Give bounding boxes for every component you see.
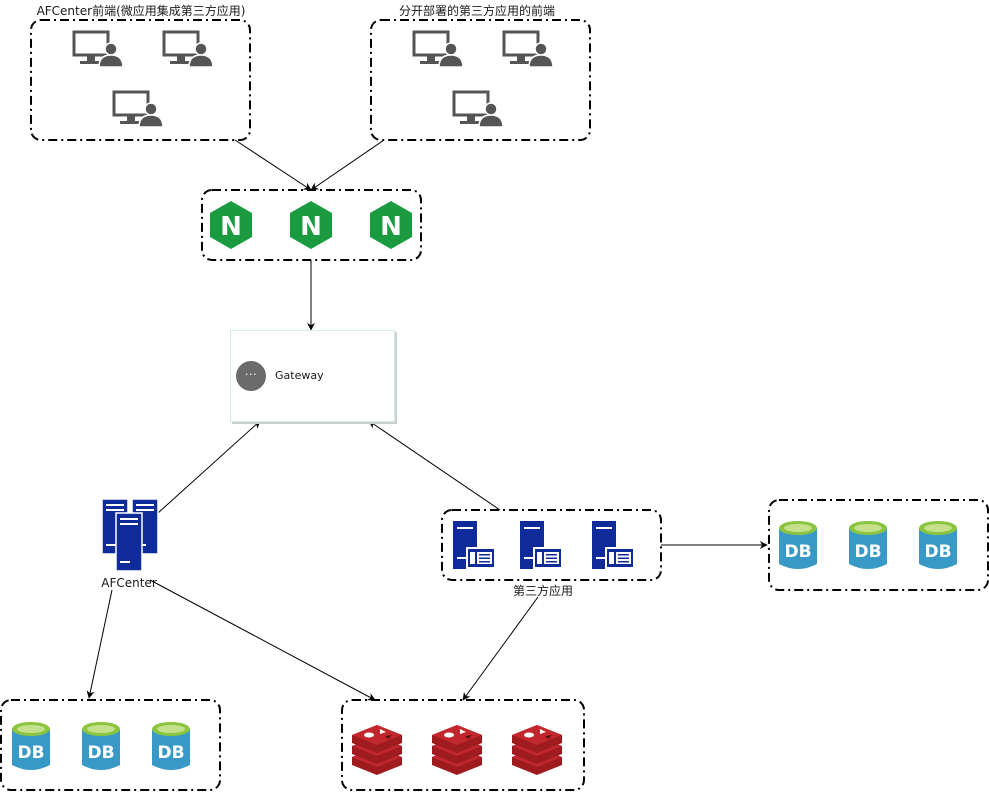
third-party-app-label: 第三方应用 (512, 584, 574, 598)
redis-icon[interactable] (432, 725, 482, 775)
database-icon[interactable]: DB (152, 722, 190, 770)
nginx-icon[interactable]: N (210, 201, 252, 249)
afcenter-label: AFCenter (101, 576, 157, 590)
server-icon[interactable] (592, 521, 635, 569)
nginx-icon[interactable]: N (370, 201, 412, 249)
nginx-letter: N (300, 212, 322, 242)
gateway-node[interactable]: Gateway (230, 330, 395, 422)
gateway-icon (236, 361, 266, 391)
user-workstation-icon[interactable] (502, 30, 554, 68)
third-party-frontend-label: 分开部署的第三方应用的前端 (398, 4, 556, 18)
edge-afcenter-to-gateway (157, 420, 261, 514)
database-text: DB (854, 542, 881, 562)
gateway-label: Gateway (275, 369, 324, 382)
user-workstation-icon[interactable] (112, 90, 164, 128)
group-redis (341, 699, 585, 791)
group-afcenter-frontend (30, 19, 251, 141)
database-text: DB (924, 542, 951, 562)
edge-third-party-frontend-to-nginx (310, 139, 385, 191)
edge-afcenter-to-redis (149, 579, 376, 701)
user-workstation-icon[interactable] (452, 90, 504, 128)
database-icon[interactable]: DB (849, 521, 887, 569)
database-text: DB (17, 743, 44, 763)
user-workstation-icon[interactable] (412, 30, 464, 68)
edge-third-party-app-to-gateway (368, 420, 501, 511)
server-icon[interactable] (520, 521, 563, 569)
database-icon[interactable]: DB (919, 521, 957, 569)
edge-afcenter-to-db (86, 589, 113, 699)
database-icon[interactable]: DB (779, 521, 817, 569)
group-afcenter-db (0, 699, 221, 791)
database-icon[interactable]: DB (82, 722, 120, 770)
nginx-letter: N (380, 212, 402, 242)
group-third-party-db (768, 499, 989, 591)
group-third-party-frontend (370, 19, 591, 141)
database-text: DB (87, 743, 114, 763)
redis-icon[interactable] (352, 725, 402, 775)
icon-layer: N N N DB DB DB DB DB DB (12, 30, 957, 775)
afcenter-frontend-label: AFCenter前端(微应用集成第三方应用) (36, 4, 246, 18)
database-text: DB (784, 542, 811, 562)
database-icon[interactable]: DB (12, 722, 50, 770)
database-text: DB (157, 743, 184, 763)
user-workstation-icon[interactable] (72, 30, 124, 68)
edge-third-party-app-to-redis (462, 596, 539, 701)
edge-afcenter-frontend-to-nginx (234, 139, 312, 191)
group-third-party-app (441, 509, 662, 581)
nginx-letter: N (220, 212, 242, 242)
afcenter-server-icon[interactable] (101, 498, 159, 572)
user-workstation-icon[interactable] (162, 30, 214, 68)
server-icon[interactable] (453, 521, 496, 569)
nginx-icon[interactable]: N (290, 201, 332, 249)
redis-icon[interactable] (512, 725, 562, 775)
